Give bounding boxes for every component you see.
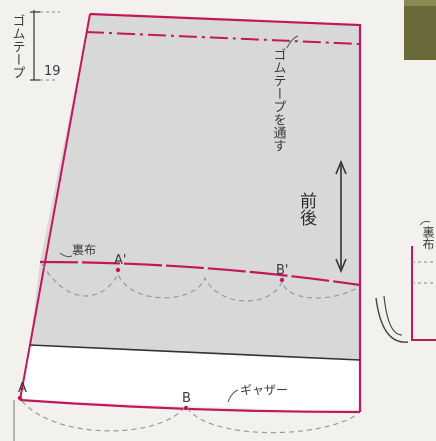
- side-pattern-curve-inner: [383, 295, 403, 336]
- elastic-through-label: ゴムテープを通す: [271, 48, 287, 152]
- gather-scallops-upper: [41, 263, 359, 302]
- point-a-prime-marker: [115, 267, 121, 273]
- waist-stitch-line: [85, 31, 361, 45]
- fold-line: [29, 344, 361, 361]
- lining-line: [39, 260, 361, 287]
- front-back-label: 前後: [296, 192, 317, 226]
- point-a-label: A: [18, 381, 27, 396]
- point-a-prime-label: A': [114, 253, 126, 268]
- point-b-label: B: [182, 391, 191, 406]
- leader-elastic: [286, 35, 299, 49]
- side-pattern-curve-outer: [375, 297, 409, 343]
- right-fragment-label: 裏布: [421, 225, 435, 251]
- hem-line: [19, 398, 361, 414]
- point-a-marker: [17, 395, 23, 401]
- arrow-down-icon: [335, 258, 347, 274]
- leader-gather: [227, 389, 239, 403]
- point-b-prime-marker: [279, 277, 285, 283]
- hem-band: [20, 345, 360, 412]
- lining-band: [30, 262, 360, 360]
- elastic-number-label: 19: [44, 64, 61, 79]
- point-b-prime-label: B': [276, 263, 289, 278]
- color-swatch: [404, 0, 436, 60]
- point-b-marker: [183, 405, 189, 411]
- arrow-up-icon: [335, 159, 347, 175]
- upper-panel: [40, 14, 360, 285]
- outer-outline: [89, 12, 362, 412]
- side-pattern-outline: [411, 246, 436, 341]
- gather-label: ギャザー: [240, 383, 288, 397]
- elastic-left-label: ゴムテープ: [10, 14, 25, 79]
- lining-label: 裏布: [72, 242, 96, 257]
- gather-scallops-lower: [21, 400, 359, 434]
- side-seam: [19, 13, 91, 401]
- leader-lining: [59, 252, 73, 258]
